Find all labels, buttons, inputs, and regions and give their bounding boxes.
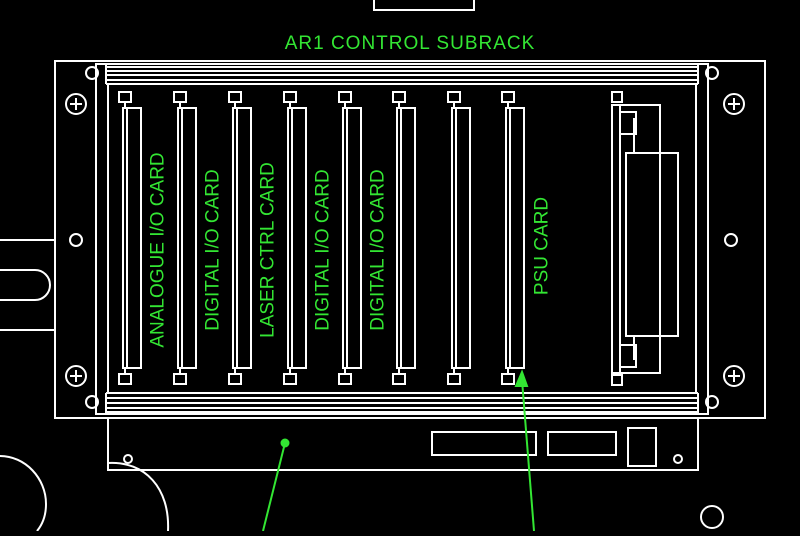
mounting-screw-bottom-right	[723, 365, 745, 387]
card-slot-3	[228, 91, 252, 385]
card-slot-4	[283, 91, 307, 385]
mounting-screw-bottom-left	[65, 365, 87, 387]
card-label-5: DIGITAL I/O CARD	[368, 169, 389, 331]
card-label-1: ANALOGUE I/O CARD	[148, 152, 169, 347]
panel-switch	[627, 427, 657, 467]
bottom-round-features	[0, 455, 724, 532]
leader-line-panel	[262, 438, 290, 532]
drawing-title: AR1 CONTROL SUBRACK	[285, 33, 536, 54]
card-slot-1	[118, 91, 142, 385]
mounting-screw-top-left	[65, 93, 87, 115]
mounting-rail-left	[0, 239, 54, 331]
card-slots: ANALOGUE I/O CARD DIGITAL I/O CARD LASER C…	[118, 91, 553, 385]
mounting-holes	[69, 233, 738, 247]
card-label-3: LASER CTRL CARD	[258, 162, 279, 338]
card-label-8: PSU CARD	[532, 197, 553, 295]
mounting-screw-top-right	[723, 93, 745, 115]
panel-connector-1	[431, 431, 537, 456]
top-outline	[373, 0, 475, 11]
card-slot-2	[173, 91, 197, 385]
leader-line-psu	[514, 369, 535, 532]
card-slot-6	[392, 91, 416, 385]
card-label-2: DIGITAL I/O CARD	[203, 169, 224, 331]
card-slot-8	[501, 91, 525, 385]
card-slot-5	[338, 91, 362, 385]
subrack-frame	[54, 60, 766, 419]
connector-module	[611, 91, 679, 386]
card-label-4: DIGITAL I/O CARD	[313, 169, 334, 331]
card-slot-7	[447, 91, 471, 385]
panel-connector-2	[547, 431, 617, 456]
lower-front-panel	[107, 417, 699, 471]
